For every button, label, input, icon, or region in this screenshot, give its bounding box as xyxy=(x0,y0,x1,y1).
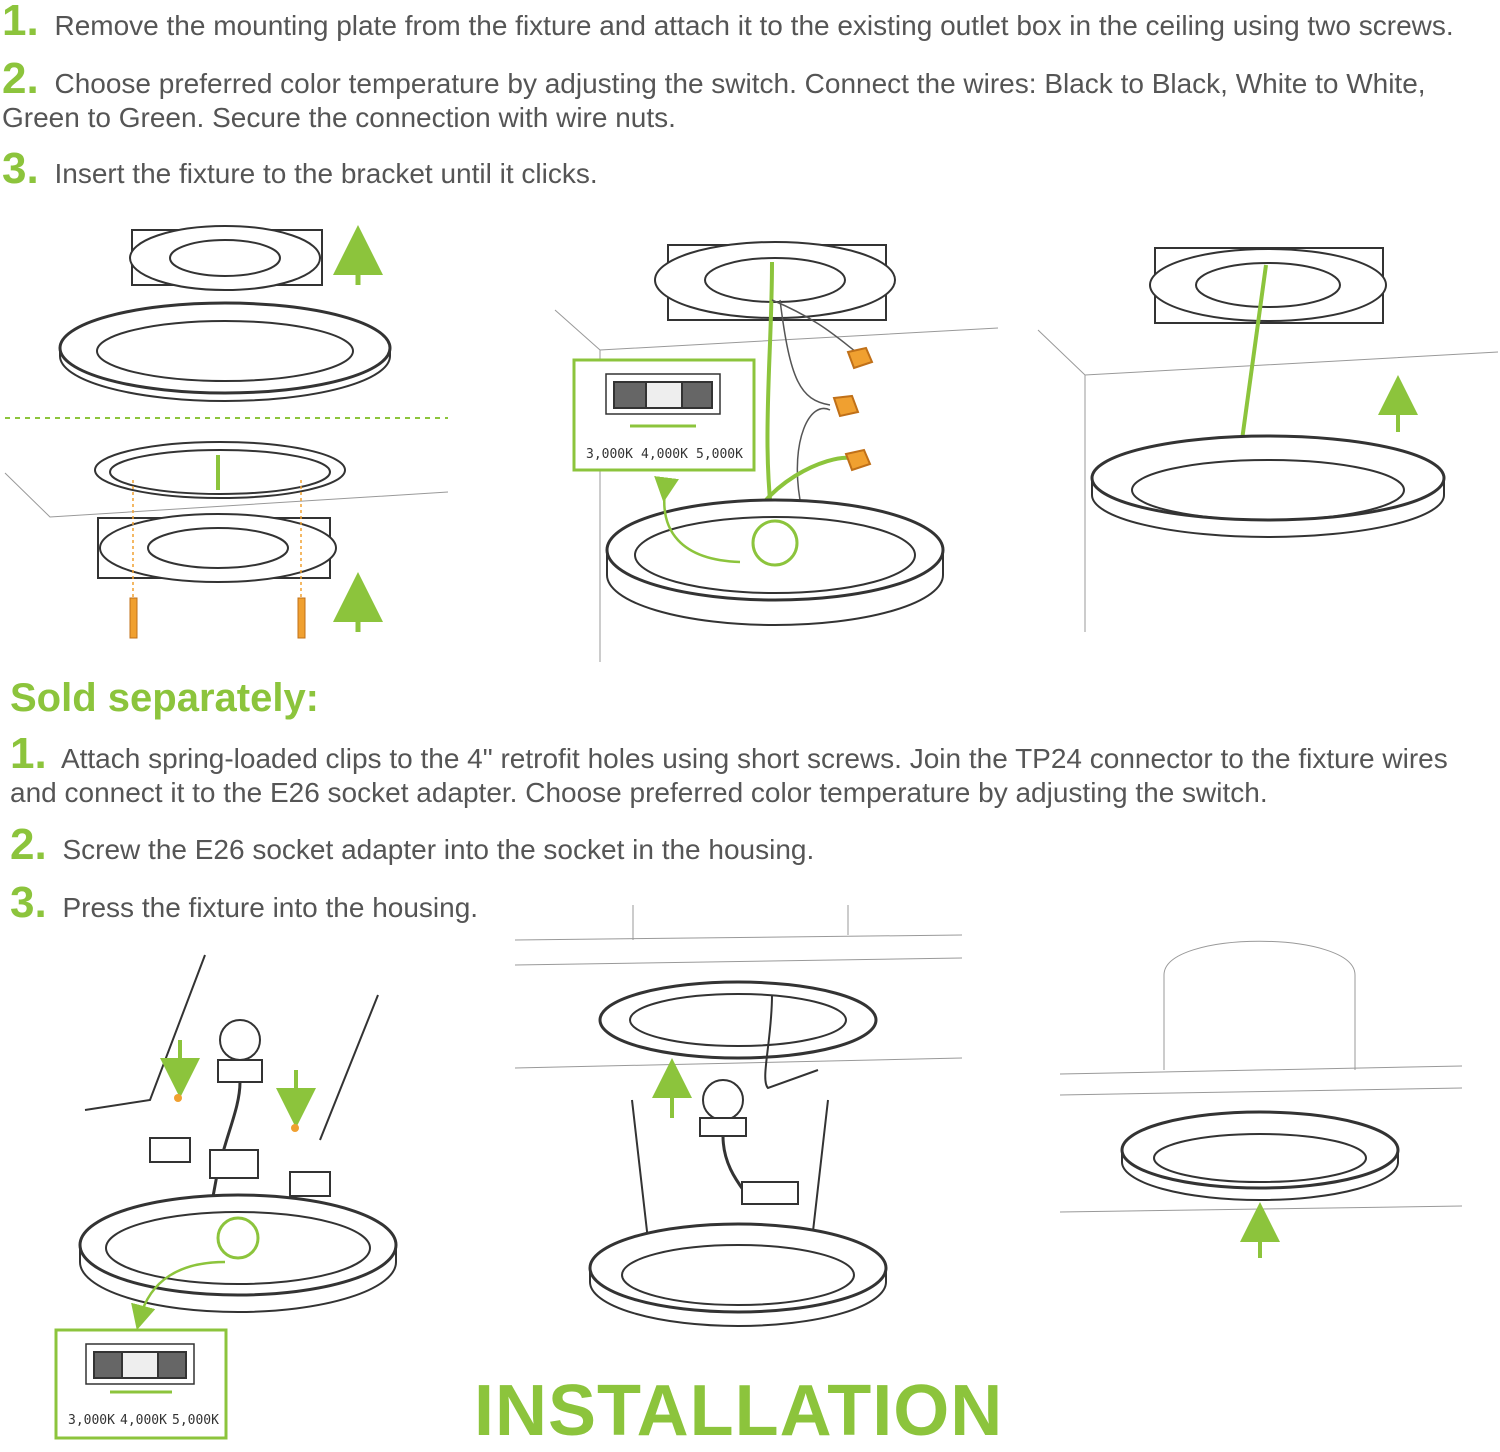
step-text: Attach spring-loaded clips to the 4" ret… xyxy=(10,743,1448,808)
step-number: 3. xyxy=(10,878,47,927)
step-text: Remove the mounting plate from the fixtu… xyxy=(54,10,1454,41)
step-2-top: 2. Choose preferred color temperature by… xyxy=(2,57,1492,135)
switch-label-3000k: 3,000K xyxy=(586,447,633,462)
step-text: Insert the fixture to the bracket until … xyxy=(54,158,598,189)
step-2-bottom: 2. Screw the E26 socket adapter into the… xyxy=(10,823,1490,867)
step-number: 2. xyxy=(10,820,47,869)
step-text: Choose preferred color temperature by ad… xyxy=(2,68,1426,133)
diagram-screw-adapter xyxy=(514,905,963,1327)
diagram-connect-wires: 3,000K 4,000K 5,000K xyxy=(554,241,999,662)
step-number: 3. xyxy=(2,144,39,193)
switch-label-5000k: 5,000K xyxy=(696,447,743,462)
switch-label-3000k: 3,000K xyxy=(68,1413,115,1428)
step-number: 2. xyxy=(2,54,39,103)
sold-separately-heading: Sold separately: xyxy=(10,676,320,720)
switch-label-4000k: 4,000K xyxy=(641,447,688,462)
diagram-insert-fixture xyxy=(1037,247,1499,632)
diagram-remove-plate xyxy=(4,225,449,639)
step-3-top: 3. Insert the fixture to the bracket unt… xyxy=(2,147,1492,191)
installation-title: INSTALLATION xyxy=(474,1371,1004,1451)
step-text: Screw the E26 socket adapter into the so… xyxy=(62,834,815,865)
step-number: 1. xyxy=(10,729,47,778)
step-text: Press the fixture into the housing. xyxy=(62,892,479,923)
step-1-bottom: 1. Attach spring-loaded clips to the 4" … xyxy=(10,732,1490,810)
step-1-top: 1. Remove the mounting plate from the fi… xyxy=(2,0,1492,43)
switch-label-4000k: 4,000K xyxy=(120,1413,167,1428)
switch-label-5000k: 5,000K xyxy=(172,1413,219,1428)
step-3-bottom: 3. Press the fixture into the housing. xyxy=(10,881,1490,925)
diagram-spring-clips: 3,000K 4,000K 5,000K xyxy=(54,954,398,1440)
step-number: 1. xyxy=(2,0,39,45)
diagram-press-fixture xyxy=(1059,940,1463,1258)
